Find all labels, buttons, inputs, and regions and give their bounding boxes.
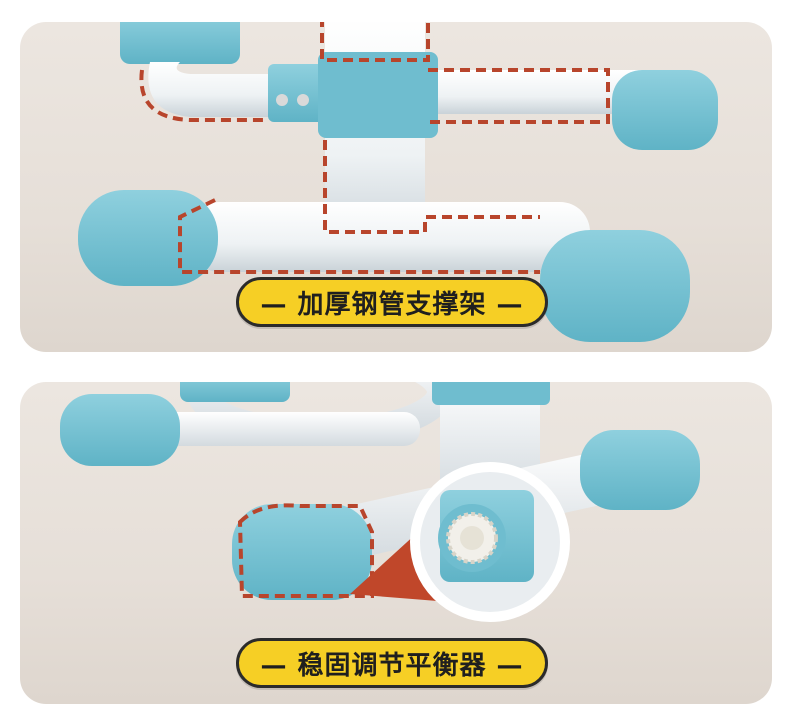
label-leveler-text: — 稳固调节平衡器 — — [260, 650, 524, 681]
post-bracket — [432, 382, 550, 405]
front-right-foot-cap — [580, 430, 700, 510]
front-tube — [190, 202, 590, 272]
footrest-pad — [120, 22, 240, 64]
front-right-foot-cap — [540, 230, 690, 342]
highlight-outline — [139, 22, 610, 274]
footrest-pad — [180, 382, 290, 402]
gear-center — [460, 526, 484, 550]
steel-frame-illustration — [78, 22, 718, 342]
photo-panel-leveler — [20, 382, 772, 704]
photo-panel-steel-frame — [20, 22, 772, 352]
post-bracket — [318, 52, 438, 138]
front-left-foot-cap — [78, 190, 218, 286]
front-left-foot-cap — [232, 504, 372, 600]
rear-foot-cap — [612, 70, 718, 150]
curved-tube — [148, 62, 300, 117]
bolt-icon — [297, 94, 309, 106]
rear-left-foot-cap — [60, 394, 180, 466]
label-steel-frame-text: — 加厚钢管支撑架 — — [260, 289, 524, 320]
leveler-illustration — [60, 382, 700, 622]
bolt-icon — [276, 94, 288, 106]
label-steel-frame: — 加厚钢管支撑架 — — [236, 277, 548, 327]
label-leveler: — 稳固调节平衡器 — — [236, 638, 548, 688]
